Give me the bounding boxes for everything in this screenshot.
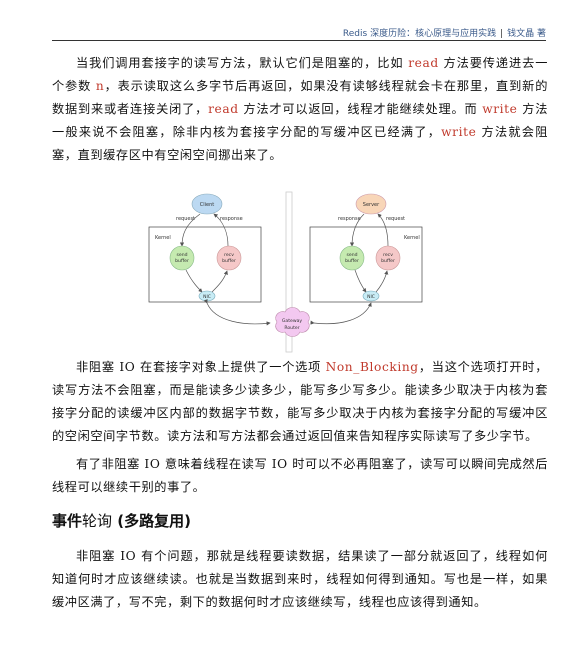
- p1-text-f: 方法就会阻塞，直到缓存区中有空闲空间挪出来了。: [52, 125, 548, 162]
- paragraph-blocking-io: 当我们调用套接字的读写方法，默认它们是阻塞的，比如 read 方法要传递进去一个…: [52, 52, 548, 167]
- server-recv-label-1: recv: [383, 252, 393, 258]
- server-kernel-label: Kernel: [404, 235, 420, 241]
- keyword-read: read: [208, 102, 239, 116]
- client-send-label-2: buffer: [175, 258, 189, 264]
- client-response-label: response: [220, 216, 243, 222]
- keyword-write: write: [482, 102, 518, 116]
- p2-text-a: 非阻塞 IO 在套接字对象上提供了一个选项: [76, 360, 326, 374]
- header-separator: |: [500, 29, 504, 39]
- section-heading: 事件轮询 (多路复用): [52, 510, 191, 531]
- section-heading-plain: 轮询: [82, 512, 113, 530]
- header-rule: [52, 40, 546, 41]
- server-nic-label: NIC: [367, 294, 375, 300]
- server-recv-label-2: buffer: [381, 258, 395, 264]
- client-request-label: request: [176, 216, 195, 222]
- section-heading-paren: (多路复用): [117, 512, 191, 530]
- client-kernel-label: Kernel: [155, 235, 171, 241]
- client-label: Client: [200, 202, 215, 208]
- server-request-label: request: [386, 216, 405, 222]
- author-name: 钱文晶 著: [507, 29, 546, 39]
- diagram-divider: [285, 191, 293, 353]
- client-recv-label-1: recv: [224, 252, 234, 258]
- keyword-read: read: [408, 56, 439, 70]
- gateway-label-1: Gateway: [282, 318, 303, 324]
- section-heading-bold: 事件: [52, 512, 83, 530]
- p1-text-b: 方法要传递进去一个参数: [52, 56, 548, 93]
- server-send-label-1: send: [346, 252, 357, 258]
- keyword-write: write: [441, 125, 477, 139]
- p1-text-c: ，表示读取这么多字节后再返回，如果没有读够线程就会卡在那里，直到新的数据到来或者…: [52, 79, 548, 116]
- server-kernel-box: [309, 226, 423, 303]
- paragraph-non-blocking-io: 非阻塞 IO 在套接字对象上提供了一个选项 Non_Blocking，当这个选项…: [52, 356, 548, 448]
- gateway-router-node: [275, 307, 310, 337]
- p1-text-d: 方法才可以返回，线程才能继续处理。而: [238, 102, 483, 116]
- client-nic-label: NIC: [203, 294, 211, 300]
- keyword-n: n: [95, 79, 105, 93]
- server-send-buffer: [339, 245, 365, 271]
- p3-text: 有了非阻塞 IO 意味着线程在读写 IO 时可以不必再阻塞了，读写可以瞬间完成然…: [52, 457, 548, 494]
- client-recv-label-2: buffer: [222, 258, 236, 264]
- client-send-buffer: [169, 245, 195, 271]
- running-header: Redis 深度历险：核心原理与应用实践|钱文晶 著: [343, 26, 546, 39]
- client-node: [191, 193, 223, 215]
- p1-text-e: 方法一般来说不会阻塞，除非内核为套接字分配的写缓冲区已经满了，: [52, 102, 548, 139]
- server-recv-buffer: [375, 245, 401, 271]
- server-send-label-2: buffer: [345, 258, 359, 264]
- p1-text-a: 当我们调用套接字的读写方法，默认它们是阻塞的，比如: [76, 56, 409, 70]
- paragraph-event-polling: 非阻塞 IO 有个问题，那就是线程要读数据，结果读了一部分就返回了，线程如何知道…: [52, 545, 548, 614]
- p4-text: 非阻塞 IO 有个问题，那就是线程要读数据，结果读了一部分就返回了，线程如何知道…: [52, 549, 548, 609]
- server-response-label: response: [338, 216, 361, 222]
- p2-text-b: ，当这个选项打开时，读写方法不会阻塞，而是能读多少读多少，能写多少写多少。能读多…: [52, 360, 548, 443]
- paragraph-threads: 有了非阻塞 IO 意味着线程在读写 IO 时可以不必再阻塞了，读写可以瞬间完成然…: [52, 453, 548, 499]
- client-send-label-1: send: [176, 252, 187, 258]
- client-recv-buffer: [216, 245, 242, 271]
- server-nic: [362, 290, 380, 302]
- server-label: Server: [363, 202, 380, 208]
- book-title: Redis 深度历险：核心原理与应用实践: [342, 29, 497, 39]
- gateway-label-2: Router: [284, 325, 299, 331]
- keyword-non-blocking: Non_Blocking: [325, 360, 419, 374]
- server-node: [355, 193, 387, 215]
